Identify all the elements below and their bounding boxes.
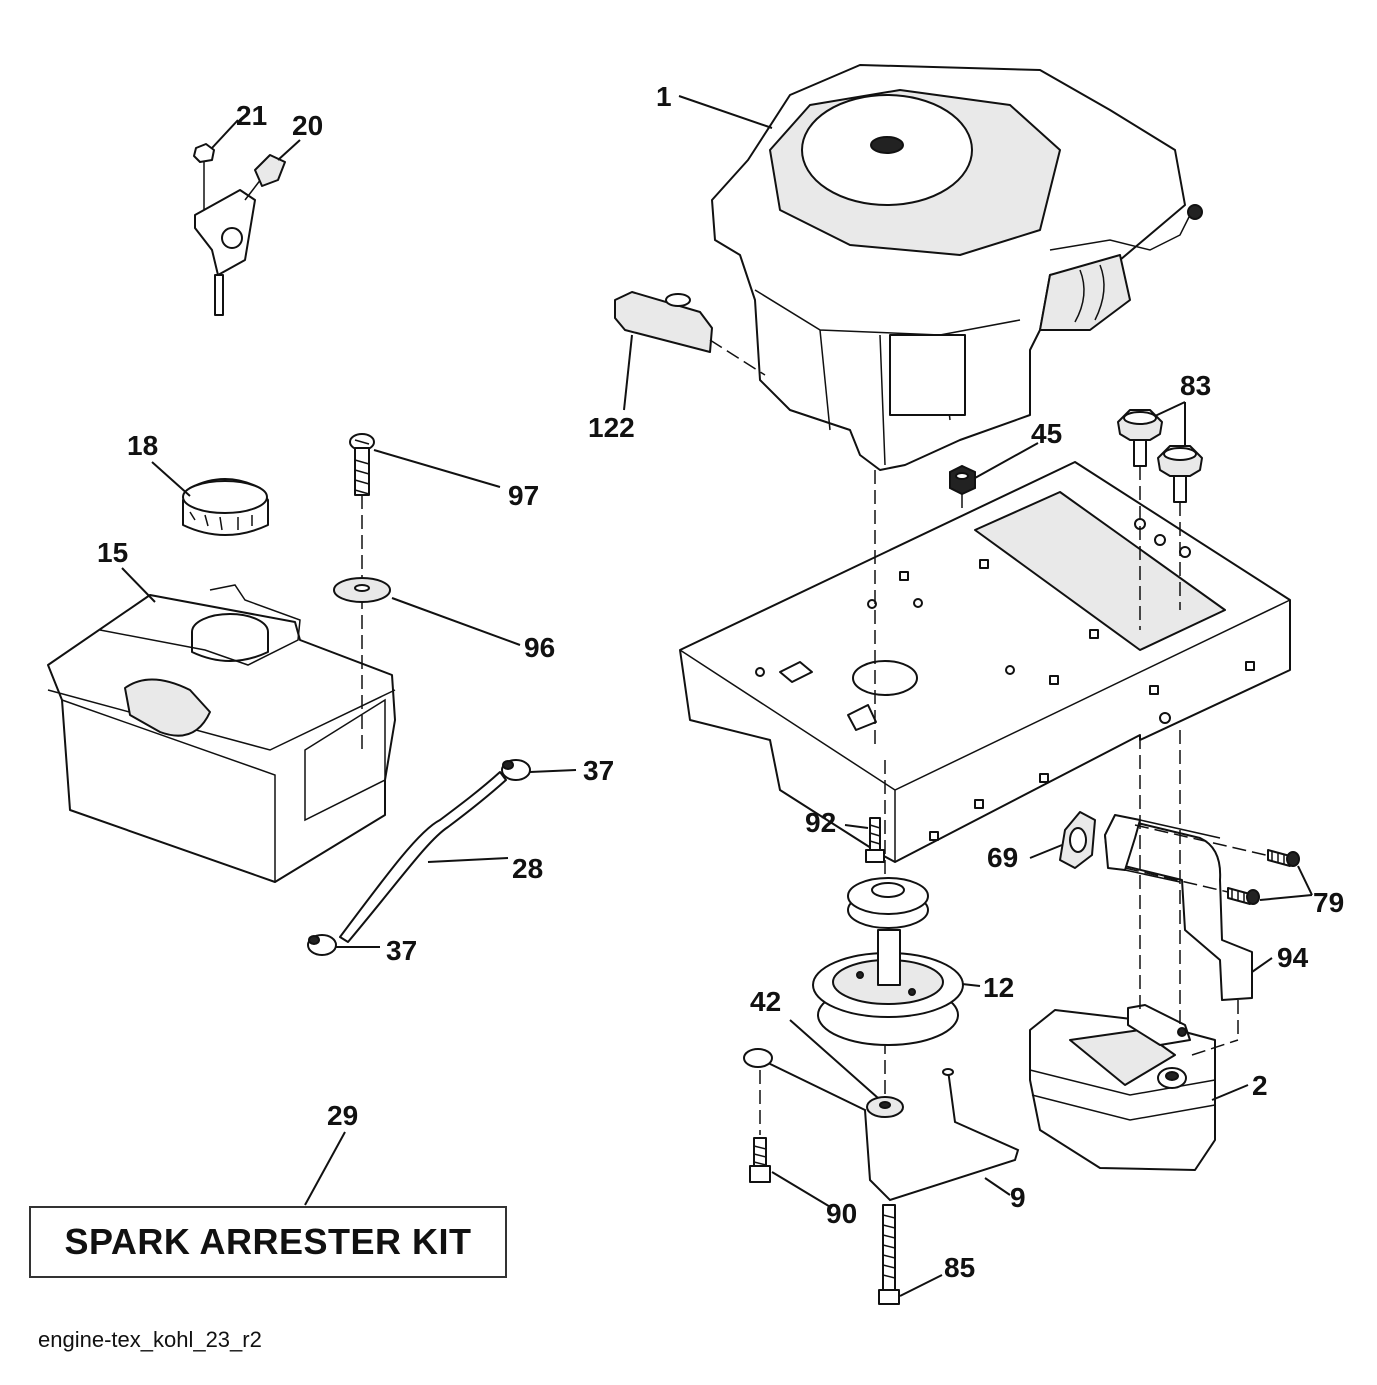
bolt-90-part[interactable]: [749, 1137, 771, 1183]
guide-muffler-c: [1191, 1039, 1239, 1056]
screw-97-part[interactable]: [349, 433, 375, 496]
callout-37a: 37: [583, 755, 614, 786]
leader-28: [427, 857, 509, 863]
bolt-85-part[interactable]: [878, 1204, 900, 1305]
callout-85: 85: [944, 1252, 975, 1283]
leader-2: [1211, 1084, 1249, 1101]
leader-122: [623, 334, 633, 411]
engine-pulley-part[interactable]: [812, 877, 964, 1046]
cable-clamp-part[interactable]: [254, 154, 286, 187]
leader-97: [373, 449, 501, 488]
leader-79-a: [1297, 865, 1313, 896]
leader-45: [974, 442, 1039, 479]
hose-clamp-upper-part[interactable]: [501, 759, 531, 781]
washer-42-part[interactable]: [866, 1096, 904, 1118]
guide-79-a: [1134, 824, 1271, 857]
callout-79: 79: [1313, 887, 1344, 918]
callout-94: 94: [1277, 942, 1309, 973]
engine-part[interactable]: [711, 64, 1203, 471]
leader-37a: [529, 769, 577, 773]
spark-arrester-kit-box[interactable]: SPARK ARRESTER KIT: [29, 1206, 507, 1278]
callout-1: 1: [656, 81, 672, 112]
leader-20: [277, 139, 301, 161]
leader-79-b: [1259, 894, 1313, 901]
leader-12: [961, 983, 981, 987]
leader-21: [211, 119, 239, 149]
leader-69: [1029, 844, 1063, 859]
leader-42: [789, 1019, 879, 1099]
screw-21-part[interactable]: [193, 143, 215, 210]
muffler-part[interactable]: [1029, 1004, 1216, 1171]
callout-29: 29: [327, 1100, 358, 1131]
exhaust-pipe-part[interactable]: [1104, 814, 1253, 1001]
guide-79-b: [1124, 867, 1229, 893]
leader-92: [844, 824, 869, 829]
callout-97: 97: [508, 480, 539, 511]
callout-96: 96: [524, 632, 555, 663]
callout-2: 2: [1252, 1070, 1268, 1101]
callout-21: 21: [236, 100, 267, 131]
exhaust-gasket-part[interactable]: [1059, 811, 1096, 869]
chassis-frame-part[interactable]: [679, 461, 1291, 863]
callout-28: 28: [512, 853, 543, 884]
throttle-bracket-part[interactable]: [194, 169, 269, 316]
callout-12: 12: [983, 972, 1014, 1003]
fuel-tank-part[interactable]: [47, 584, 396, 883]
leader-83-a: [1154, 401, 1186, 417]
flange-bolt-part[interactable]: [1117, 409, 1203, 503]
support-rod-part[interactable]: [743, 1048, 1020, 1202]
callout-15: 15: [97, 537, 128, 568]
drawing-id: engine-tex_kohl_23_r2: [38, 1327, 262, 1352]
callout-92: 92: [805, 807, 836, 838]
leader-15: [121, 567, 156, 603]
callout-9: 9: [1010, 1182, 1026, 1213]
callout-20: 20: [292, 110, 323, 141]
exhaust-screw-part[interactable]: [1227, 849, 1300, 905]
callout-90: 90: [826, 1198, 857, 1229]
fuel-cap-part[interactable]: [182, 478, 269, 536]
callout-18: 18: [127, 430, 158, 461]
leader-94: [1251, 957, 1273, 973]
hose-clamp-lower-part[interactable]: [307, 934, 337, 956]
guide-122: [709, 339, 766, 376]
bolt-92-part[interactable]: [865, 817, 885, 863]
leader-18: [151, 461, 191, 497]
leader-96: [391, 597, 521, 646]
leader-85: [899, 1274, 943, 1297]
leader-90: [771, 1171, 833, 1209]
nut-part[interactable]: [949, 464, 976, 496]
callout-69: 69: [987, 842, 1018, 873]
fuel-line-part[interactable]: [339, 771, 507, 943]
spark-arrester-kit-label: SPARK ARRESTER KIT: [64, 1221, 472, 1262]
leader-9: [984, 1177, 1011, 1196]
washer-96-part[interactable]: [333, 577, 391, 603]
leader-29: [304, 1131, 346, 1206]
callout-83: 83: [1180, 370, 1211, 401]
callout-122: 122: [588, 412, 635, 443]
callout-37b: 37: [386, 935, 417, 966]
callout-42: 42: [750, 986, 781, 1017]
engine-guard-part[interactable]: [614, 291, 713, 353]
leader-1: [678, 95, 773, 129]
